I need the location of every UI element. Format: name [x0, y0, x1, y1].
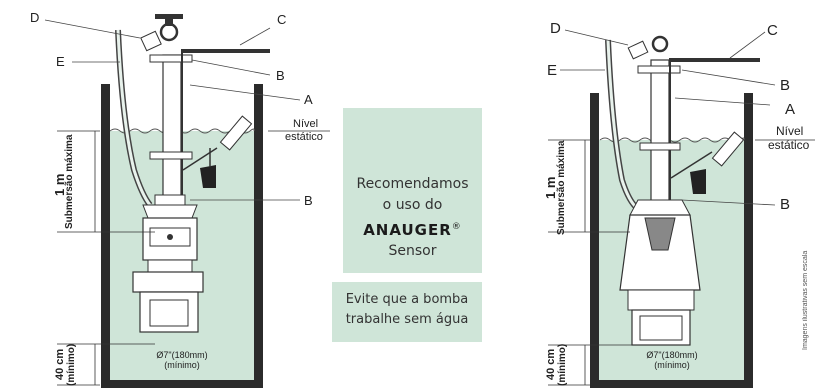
recommend-line2: o uso do	[382, 197, 443, 213]
left-callout-b-top: B	[276, 68, 285, 83]
right-well-wall-left	[590, 93, 599, 388]
right-pump-impeller	[644, 217, 676, 251]
left-callout-d: D	[30, 10, 39, 25]
right-callout-e: E	[547, 62, 557, 79]
right-clamp-top	[637, 65, 681, 74]
dry-run-tip-box: Evite que a bomba trabalhe sem água	[332, 282, 482, 342]
right-well-wall-right	[744, 93, 753, 388]
left-well-wall-right	[254, 84, 263, 388]
right-depth-caption: Submersão máxima	[556, 140, 567, 235]
left-clamp-top	[149, 54, 193, 63]
right-callout-b-top: B	[780, 77, 790, 94]
left-labels: D C E B A B Nível estático Ø7"(180mm) (m…	[30, 10, 323, 370]
left-nivel-line2: estático	[285, 131, 323, 143]
left-float-weight	[200, 165, 216, 188]
brand-text: ANAUGER	[363, 221, 452, 239]
left-valve-d	[140, 30, 162, 52]
right-hook-icon	[651, 35, 669, 53]
right-clamp-mid	[639, 142, 681, 151]
left-pipe	[162, 54, 182, 206]
right-float-switch	[711, 131, 745, 167]
right-bottom-caption: (mínimo)	[557, 343, 568, 386]
right-valve-d	[627, 40, 649, 60]
left-diameter: Ø7"(180mm)	[156, 350, 207, 360]
left-bottom-caption: (mínimo)	[66, 343, 77, 386]
right-callout-b-mid: B	[780, 196, 790, 213]
recommend-line4: Sensor	[388, 243, 437, 259]
left-well-wall-left	[101, 84, 110, 388]
right-water-surface	[599, 137, 745, 143]
left-callout-b-mid: B	[304, 193, 313, 208]
left-depth-caption: Submersão máxima	[64, 134, 75, 230]
left-diagram	[44, 14, 330, 388]
right-diagram	[548, 29, 815, 388]
left-well-bottom	[101, 380, 263, 388]
right-well-bottom	[590, 380, 753, 388]
right-pump-top	[629, 199, 691, 216]
left-bottom-value: 40 cm	[54, 348, 66, 381]
left-callout-a: A	[304, 92, 313, 107]
right-float-weight	[690, 169, 706, 194]
right-callout-c: C	[767, 22, 778, 39]
recommend-line1: Recomendamos	[356, 176, 469, 192]
right-bottom-value: 40 cm	[545, 348, 557, 381]
left-handle	[155, 14, 183, 19]
right-nivel-line2: estático	[768, 138, 810, 152]
brand-name: ANAUGER®	[343, 216, 482, 241]
right-nivel-line1: Nível	[776, 124, 803, 138]
right-pipe	[650, 59, 670, 206]
left-hook-icon	[159, 22, 179, 42]
left-pump-coil	[132, 271, 204, 293]
left-nivel-line1: Nível	[293, 118, 318, 130]
trademark-symbol: ®	[451, 222, 462, 232]
right-diameter-caption: (mínimo)	[654, 360, 690, 370]
left-float-switch	[219, 115, 253, 151]
right-side-note: Imagens ilustrativas sem escala	[802, 250, 809, 350]
left-diameter-caption: (mínimo)	[164, 360, 200, 370]
right-callout-a: A	[785, 101, 795, 118]
right-diameter: Ø7"(180mm)	[646, 350, 697, 360]
left-clamp-mid	[149, 151, 193, 160]
left-callout-e: E	[56, 54, 65, 69]
sensor-recommendation-box: Recomendamos o uso do ANAUGER® Sensor	[343, 108, 482, 273]
right-callout-d: D	[550, 20, 561, 37]
left-callout-c: C	[277, 12, 286, 27]
left-pump-neck	[154, 194, 186, 206]
right-labels: D C E B A B Nível estático Ø7"(180mm) (m…	[547, 20, 810, 370]
tip-line1: Evite que a bomba	[345, 292, 469, 307]
right-pump-body	[619, 214, 701, 291]
tip-line2: trabalhe sem água	[345, 312, 469, 327]
